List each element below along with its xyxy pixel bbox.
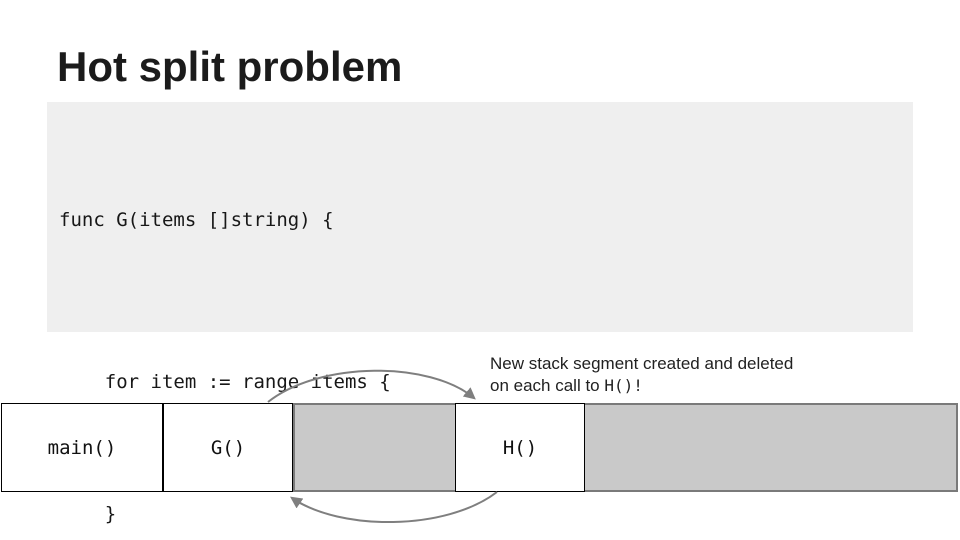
code-paragraph: func G(items []string) {	[59, 165, 913, 275]
code-ref: H()	[604, 376, 634, 395]
annotation: New stack segment created and deleted on…	[490, 353, 890, 397]
code-block: func G(items []string) { for item := ran…	[47, 102, 913, 525]
annotation-line1: New stack segment created and deleted	[490, 354, 794, 373]
annotation-suffix: !	[633, 376, 643, 395]
stack-frame-g: G()	[163, 403, 293, 492]
stack-segment-region	[293, 403, 958, 492]
stack-frame-h: H()	[455, 403, 585, 492]
slide-title: Hot split problem	[57, 43, 403, 90]
code-line: func G(items []string) {	[59, 209, 334, 231]
annotation-line2: on each call to H()!	[490, 375, 890, 397]
annotation-line2-prefix: on each call to	[490, 376, 605, 395]
stack-frame-main: main()	[1, 403, 163, 492]
code-line: }	[59, 503, 117, 525]
